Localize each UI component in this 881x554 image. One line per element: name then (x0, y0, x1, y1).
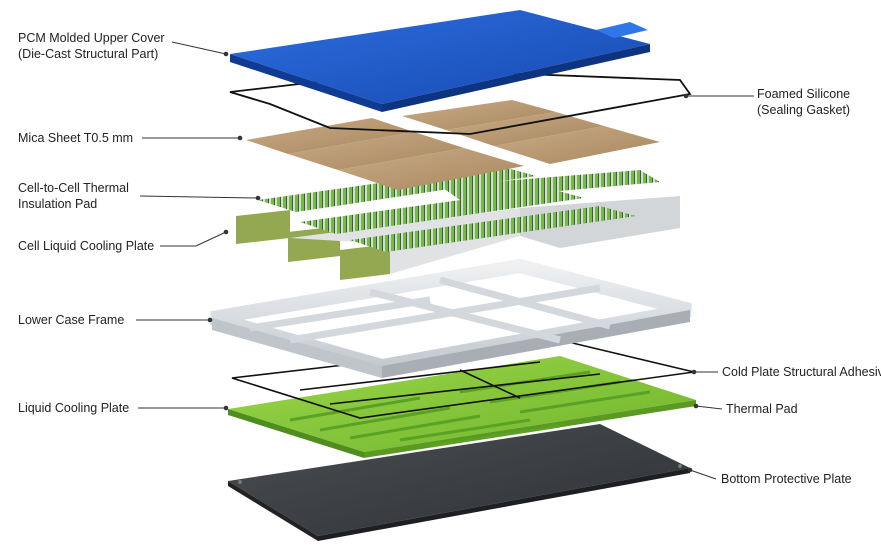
label-pcm-cover: PCM Molded Upper Cover (Die-Cast Structu… (18, 30, 165, 62)
label-pcm-cover-line2: (Die-Cast Structural Part) (18, 47, 159, 61)
label-cold-plate-adhesive: Cold Plate Structural Adhesive (722, 365, 881, 379)
leader-lines (136, 41, 754, 480)
leader-bottom-plate (689, 469, 717, 480)
label-foamed-silicone-line1: Foamed Silicone (757, 87, 851, 101)
mica-sheets (246, 100, 660, 190)
label-insulation-line2: Insulation Pad (18, 197, 98, 211)
label-cell-cooling-plate: Cell Liquid Cooling Plate (18, 239, 155, 253)
label-thermal-insulation-pad: Cell-to-Cell Thermal Insulation Pad (18, 180, 129, 212)
label-lower-case-frame: Lower Case Frame (18, 313, 125, 327)
label-thermal-pad: Thermal Pad (726, 402, 798, 416)
label-foamed-silicone-line2: (Sealing Gasket) (757, 103, 851, 117)
label-liquid-cooling-plate: Liquid Cooling Plate (18, 401, 130, 415)
label-insulation-line1: Cell-to-Cell Thermal (18, 181, 129, 195)
bottom-protective-plate (228, 424, 690, 541)
label-foamed-silicone: Foamed Silicone (Sealing Gasket) (757, 86, 850, 118)
leader-pcm-cover (171, 41, 227, 55)
label-bottom-plate: Bottom Protective Plate (721, 472, 852, 486)
leader-insulation-pad (139, 195, 259, 199)
pcm-upper-cover (230, 10, 650, 112)
label-mica-sheet: Mica Sheet T0.5 mm (18, 131, 134, 145)
lower-case-frame (210, 258, 692, 378)
leader-thermal-pad (695, 405, 723, 410)
label-pcm-cover-line1: PCM Molded Upper Cover (18, 31, 165, 45)
leader-cell-cooling (160, 231, 227, 247)
